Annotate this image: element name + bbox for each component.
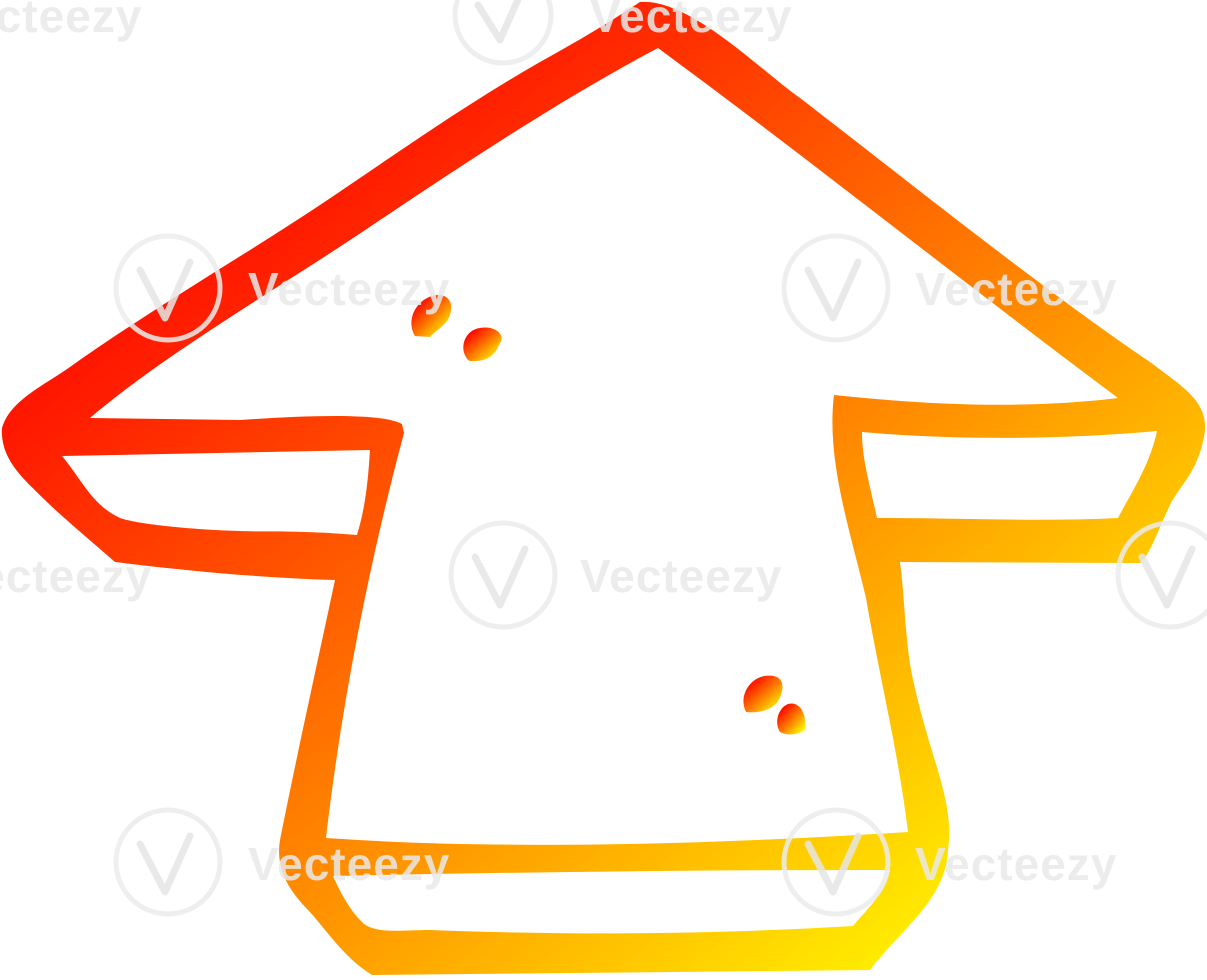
highlight-mark-3 [743,675,783,713]
vecteezy-logo-icon [113,807,223,917]
arrow-right-wing [862,431,1157,520]
watermark-text: Vecteezy [248,263,450,315]
watermark-text: Vecteezy [915,838,1117,890]
highlight-mark-1 [411,294,452,337]
watermark-text: Vecteezy [0,550,152,602]
vecteezy-logo-icon [781,233,891,343]
watermark-text: Vecteezy [0,0,142,42]
vecteezy-logo-icon [1115,520,1207,630]
arrow-left-wing [62,450,370,535]
highlight-marks [411,294,806,735]
highlight-mark-4 [777,703,806,735]
watermark-text: Vecteezy [590,0,792,42]
watermark-text: Vecteezy [248,838,450,890]
vecteezy-logo-icon [113,233,223,343]
vecteezy-logo-icon [448,520,558,630]
vecteezy-logo-icon [781,807,891,917]
highlight-mark-2 [463,327,502,362]
watermark-text: Vecteezy [915,263,1117,315]
watermark-text: Vecteezy [580,550,782,602]
watermark-layer: Vecteezy Vecteezy Vecteezy Vecteezy Vect… [0,0,1207,917]
vecteezy-logo-icon [452,0,554,66]
arrow-base-band [333,870,890,934]
